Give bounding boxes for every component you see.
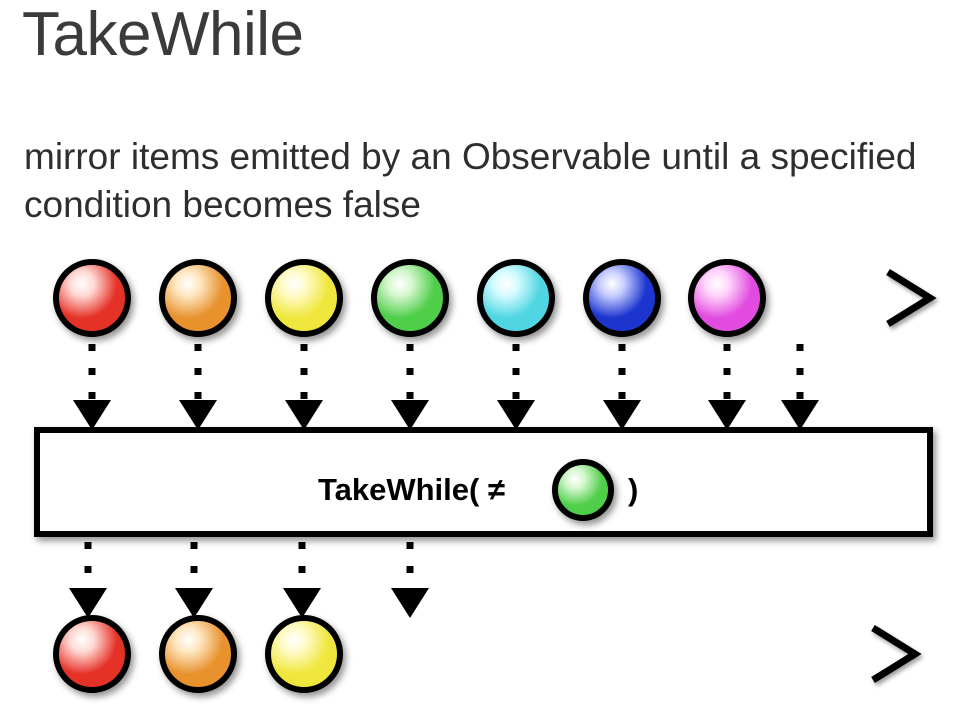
marble-green-body[interactable] bbox=[371, 259, 449, 337]
marble-yellow-body[interactable] bbox=[265, 615, 343, 693]
operator-label-suffix: ) bbox=[628, 472, 638, 507]
connector-out-red-arrowhead bbox=[69, 588, 107, 618]
connector-red bbox=[73, 344, 111, 430]
marble-blue[interactable] bbox=[583, 259, 661, 337]
marble-orange[interactable] bbox=[159, 615, 237, 693]
connector-cyan-arrowhead bbox=[497, 400, 535, 430]
marble-blue-body[interactable] bbox=[583, 259, 661, 337]
connector-complete bbox=[781, 344, 819, 430]
marble-red[interactable] bbox=[53, 615, 131, 693]
marble-red-body[interactable] bbox=[53, 259, 131, 337]
connector-orange-arrowhead bbox=[179, 400, 217, 430]
connector-complete-arrowhead bbox=[781, 400, 819, 430]
marble-magenta-body[interactable] bbox=[688, 259, 766, 337]
connector-yellow bbox=[285, 344, 323, 430]
page-title: TakeWhile bbox=[22, 0, 304, 69]
marble-red-body[interactable] bbox=[53, 615, 131, 693]
marble-diagram: TakeWhile( ≠) bbox=[0, 236, 962, 708]
marble-diagram-canvas: TakeWhile( ≠) bbox=[34, 259, 937, 693]
marble-orange-body[interactable] bbox=[159, 615, 237, 693]
operator-label-prefix: TakeWhile( ≠ bbox=[318, 472, 505, 507]
marble-cyan-body[interactable] bbox=[477, 259, 555, 337]
operator-box-layer: TakeWhile( ≠) bbox=[34, 427, 933, 537]
connector-orange bbox=[179, 344, 217, 430]
output-connectors-layer bbox=[69, 542, 429, 618]
marble-yellow[interactable] bbox=[265, 259, 343, 337]
input-connectors-layer bbox=[73, 344, 819, 430]
connector-out-yellow bbox=[283, 542, 321, 618]
connector-yellow-arrowhead bbox=[285, 400, 323, 430]
connector-out-orange-arrowhead bbox=[175, 588, 213, 618]
connector-magenta-arrowhead bbox=[708, 400, 746, 430]
connector-out-orange bbox=[175, 542, 213, 618]
connector-out-complete-arrowhead bbox=[391, 588, 429, 618]
connector-magenta bbox=[708, 344, 746, 430]
connector-out-complete bbox=[391, 542, 429, 618]
source-timeline-layer bbox=[40, 259, 937, 337]
marble-red[interactable] bbox=[53, 259, 131, 337]
marble-yellow[interactable] bbox=[265, 615, 343, 693]
predicate-marble-green[interactable] bbox=[552, 459, 614, 521]
source-observable-timeline-arrowhead bbox=[886, 269, 937, 327]
connector-green-arrowhead bbox=[391, 400, 429, 430]
connector-out-yellow-arrowhead bbox=[283, 588, 321, 618]
operator-box-frame[interactable] bbox=[34, 427, 933, 537]
connector-blue bbox=[603, 344, 641, 430]
marble-yellow-body[interactable] bbox=[265, 259, 343, 337]
marble-green[interactable] bbox=[371, 259, 449, 337]
page-subtitle: mirror items emitted by an Observable un… bbox=[24, 136, 917, 225]
connector-cyan bbox=[497, 344, 535, 430]
result-timeline-layer bbox=[40, 615, 922, 693]
marble-magenta[interactable] bbox=[688, 259, 766, 337]
connector-blue-arrowhead bbox=[603, 400, 641, 430]
predicate-marble-green-body[interactable] bbox=[552, 459, 614, 521]
marble-orange[interactable] bbox=[159, 259, 237, 337]
result-observable-timeline-arrowhead bbox=[871, 625, 922, 683]
connector-out-red bbox=[69, 542, 107, 618]
connector-green bbox=[391, 344, 429, 430]
connector-red-arrowhead bbox=[73, 400, 111, 430]
marble-orange-body[interactable] bbox=[159, 259, 237, 337]
marble-cyan[interactable] bbox=[477, 259, 555, 337]
